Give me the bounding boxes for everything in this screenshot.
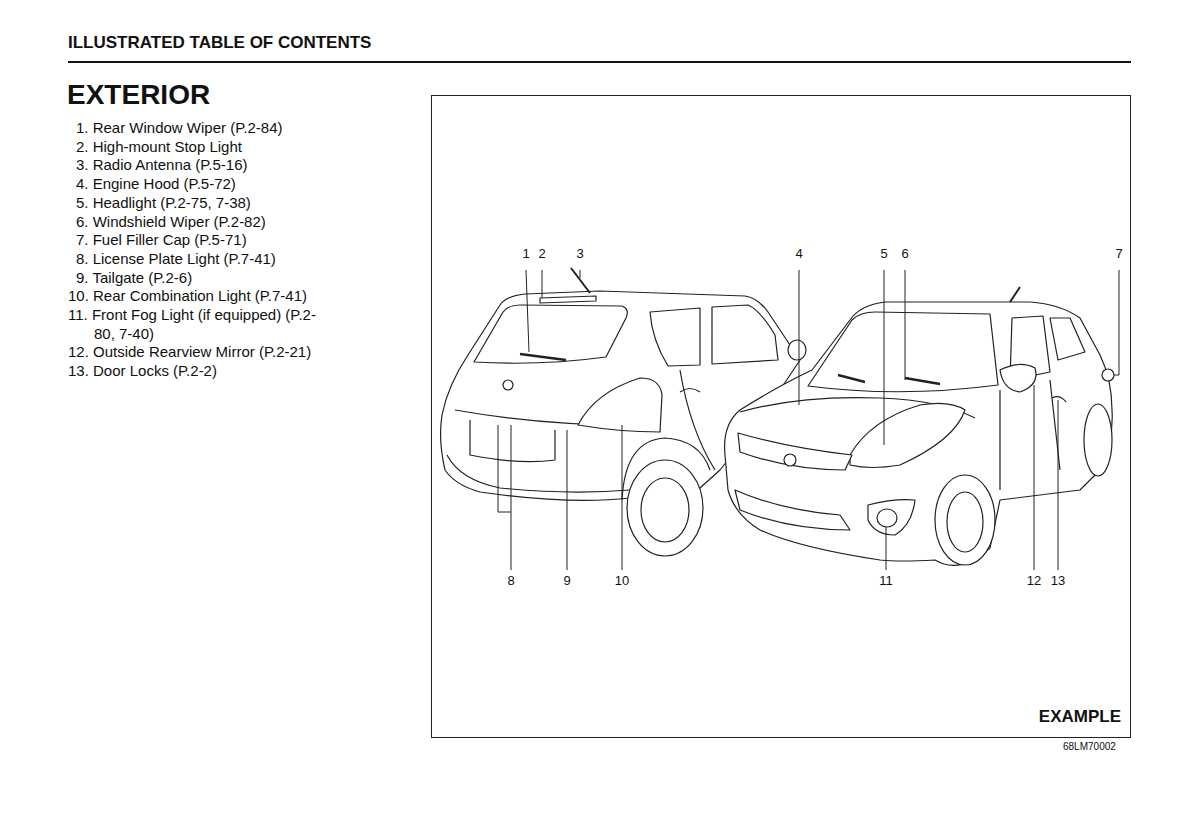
headlight xyxy=(850,403,965,467)
contents-entry: 13. Door Locks (P.2-2) xyxy=(68,362,336,381)
stop-light xyxy=(540,296,596,303)
bumper-line xyxy=(447,455,630,492)
door-line xyxy=(1000,380,1060,490)
page-header: ILLUSTRATED TABLE OF CONTENTS xyxy=(68,33,371,53)
leader-line xyxy=(542,270,543,298)
wheel-rim xyxy=(947,492,983,552)
section-heading: EXTERIOR xyxy=(67,80,210,110)
leader-line xyxy=(886,527,887,570)
wiper xyxy=(838,375,940,384)
callout-number: 2 xyxy=(538,247,545,261)
callout-number: 13 xyxy=(1051,574,1065,588)
header-rule xyxy=(68,61,1131,63)
side-window xyxy=(712,305,778,364)
callout-number: 3 xyxy=(576,247,583,261)
grille xyxy=(738,433,852,470)
side-window xyxy=(650,308,700,366)
contents-entry: 9. Tailgate (P.2-6) xyxy=(76,269,336,288)
wheel-rim xyxy=(641,478,689,542)
car-body xyxy=(725,302,1113,565)
front-car xyxy=(725,287,1114,565)
contents-entry: 11. Front Fog Light (if equipped) (P.2-8… xyxy=(68,306,336,343)
door-handle xyxy=(1052,397,1066,402)
door-handle xyxy=(680,389,700,393)
callout-number: 7 xyxy=(1115,247,1122,261)
mirror xyxy=(788,340,806,360)
wheel xyxy=(1084,404,1112,476)
contents-entry: 12. Outside Rearview Mirror (P.2-21) xyxy=(68,343,336,362)
contents-entry: 2. High-mount Stop Light xyxy=(76,138,336,157)
wheel xyxy=(627,460,703,556)
lower-grille xyxy=(735,490,850,530)
contents-entry: 5. Headlight (P.2-75, 7-38) xyxy=(76,194,336,213)
antenna xyxy=(1010,287,1020,302)
contents-list: 1. Rear Window Wiper (P.2-84)2. High-mou… xyxy=(68,119,336,381)
contents-entry: 1. Rear Window Wiper (P.2-84) xyxy=(76,119,336,138)
callout-number: 9 xyxy=(563,574,570,588)
rear-wiper xyxy=(520,354,566,360)
leader-line xyxy=(526,270,529,352)
tail-lamp xyxy=(578,378,662,432)
leader-lines xyxy=(498,270,1119,570)
contents-entry: 4. Engine Hood (P.5-72) xyxy=(76,175,336,194)
fog-light xyxy=(877,509,897,527)
leader-line xyxy=(1114,270,1119,375)
leader-bracket xyxy=(498,425,511,570)
side-window xyxy=(1050,318,1085,360)
callout-number: 11 xyxy=(879,574,893,588)
callout-number: 10 xyxy=(615,574,629,588)
badge xyxy=(503,380,513,390)
callout-number: 8 xyxy=(507,574,514,588)
fog-bezel xyxy=(868,500,915,535)
contents-entry: 3. Radio Antenna (P.5-16) xyxy=(76,156,336,175)
windshield xyxy=(808,312,998,392)
badge xyxy=(784,454,796,466)
callout-number: 1 xyxy=(522,247,529,261)
fuel-cap xyxy=(1102,369,1114,381)
plate-recess xyxy=(470,420,555,462)
figure-tag: EXAMPLE xyxy=(1039,707,1121,727)
leader-line xyxy=(799,270,800,405)
door-line xyxy=(680,370,715,470)
contents-entry: 7. Fuel Filler Cap (P.5-71) xyxy=(76,231,336,250)
contents-entry: 10. Rear Combination Light (P.7-41) xyxy=(68,287,336,306)
leader-line xyxy=(1058,400,1059,570)
antenna xyxy=(571,268,590,293)
mirror xyxy=(1000,364,1036,392)
figure-frame: EXAMPLE xyxy=(431,95,1131,738)
callout-number: 5 xyxy=(880,247,887,261)
rear-window xyxy=(474,305,627,363)
leader-line xyxy=(567,430,568,570)
leader-line xyxy=(622,425,623,570)
contents-entry: 8. License Plate Light (P.7-41) xyxy=(76,250,336,269)
leader-line xyxy=(1034,385,1035,570)
figure-code: 68LM70002 xyxy=(1063,741,1116,753)
leader-line xyxy=(905,270,906,380)
leader-line xyxy=(580,270,581,278)
wheel xyxy=(935,475,995,565)
callout-number: 12 xyxy=(1027,574,1041,588)
callout-number: 6 xyxy=(901,247,908,261)
callout-number: 4 xyxy=(795,247,802,261)
contents-entry: 6. Windshield Wiper (P.2-82) xyxy=(76,213,336,232)
leader-line xyxy=(884,270,885,445)
